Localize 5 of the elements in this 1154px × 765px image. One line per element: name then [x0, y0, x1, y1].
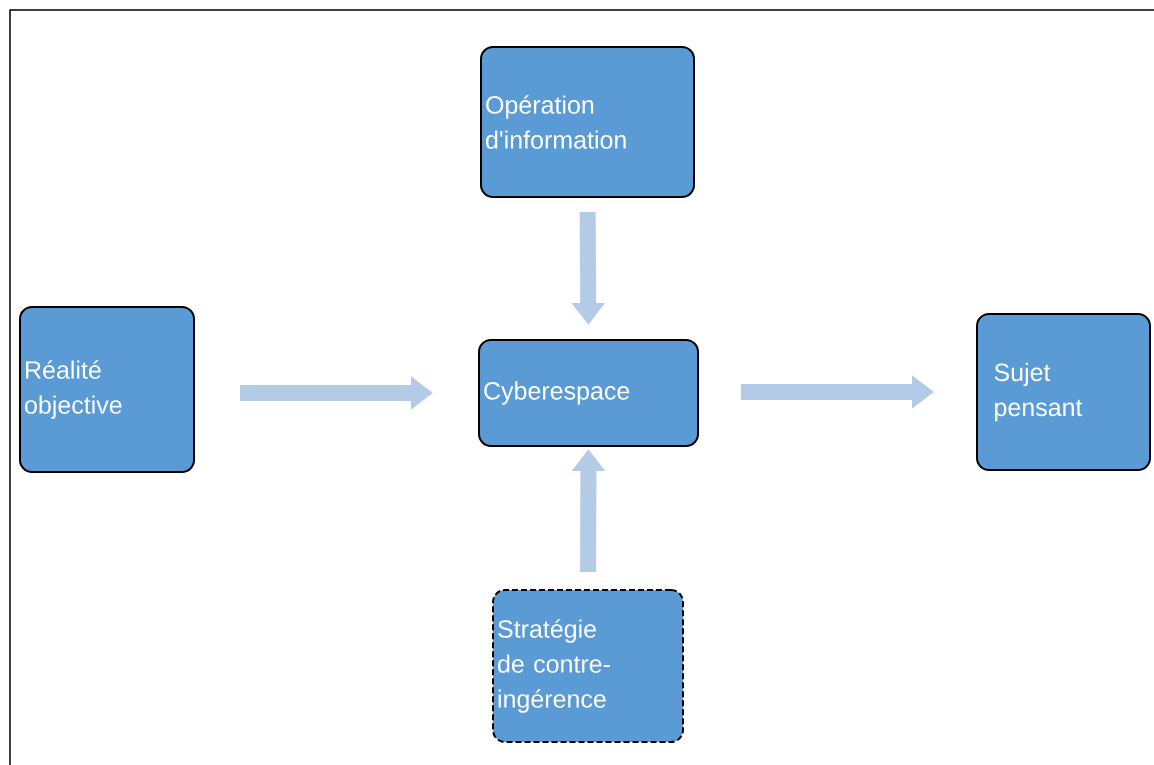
process-box: Cyberespace	[478, 339, 699, 447]
process-box: Sujet pensant	[976, 313, 1151, 471]
process-box: Opération d'information	[480, 46, 695, 198]
process-box: Réalité objective	[19, 306, 195, 473]
process-box: Stratégie de contre-ingérence	[492, 589, 684, 743]
